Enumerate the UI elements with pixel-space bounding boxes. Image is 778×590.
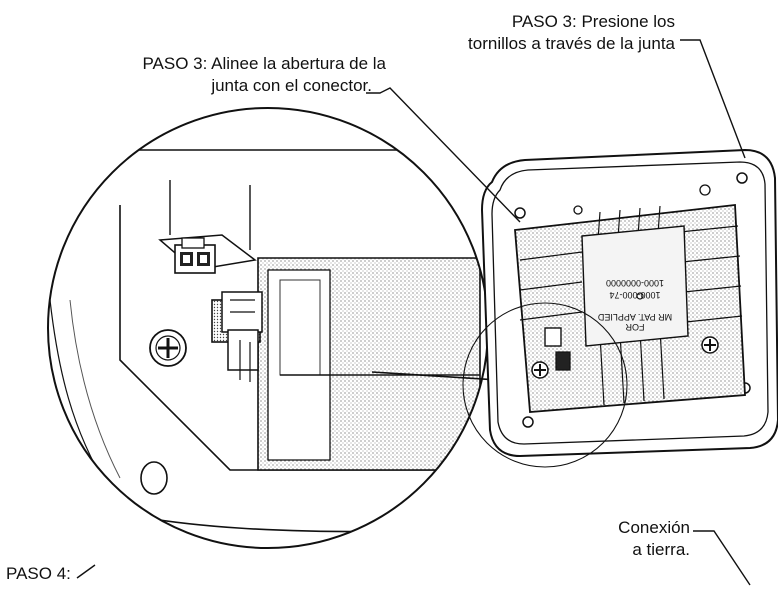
magnified-detail xyxy=(47,107,489,549)
callout-ground-line1: Conexión xyxy=(618,518,690,537)
plate-line-4: 1000-0000000 xyxy=(606,278,664,288)
callout-step3-align-line2: junta con el conector. xyxy=(211,76,372,95)
callout-step3-screws-line2: tornillos a través de la junta xyxy=(468,34,675,53)
callout-step3-screws: PASO 3: Presione los tornillos a través … xyxy=(410,11,675,55)
callout-ground: Conexión a tierra. xyxy=(560,517,690,561)
plate-line-3: 1000-000-74 xyxy=(609,290,660,300)
callout-ground-line2: a tierra. xyxy=(632,540,690,559)
callout-step4-text: PASO 4: xyxy=(6,564,71,583)
callout-step3-align: PASO 3: Alinee la abertura de la junta c… xyxy=(62,53,386,97)
callout-step4: PASO 4: xyxy=(6,563,71,585)
callout-step3-screws-line1: PASO 3: Presione los xyxy=(511,12,675,31)
housing-screws xyxy=(531,184,719,379)
plate-line-2: FOR xyxy=(625,322,644,332)
device-assembly xyxy=(462,148,778,468)
callout-step3-align-line1: PASO 3: Alinee la abertura de la xyxy=(142,54,386,73)
plate-line-1: MR PAT. APPLIED xyxy=(597,312,672,322)
device-plate-text: MR PAT. APPLIED FOR 1000-000-74 1000-000… xyxy=(597,278,672,332)
leader-lines xyxy=(76,39,751,586)
